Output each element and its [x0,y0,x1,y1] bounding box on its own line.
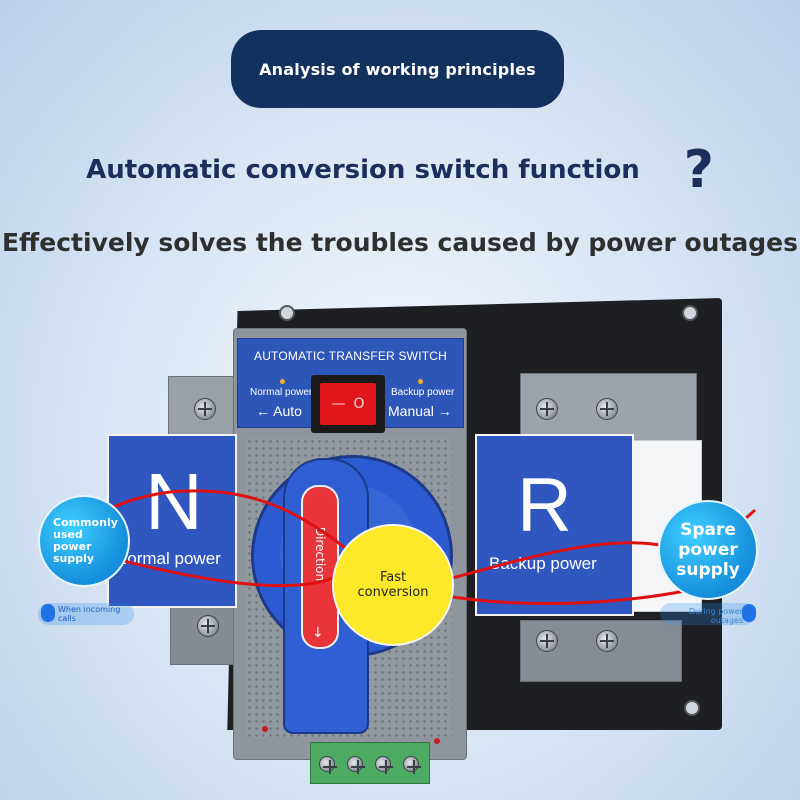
incoming-calls-dot [41,604,55,622]
mounting-hole [279,305,295,321]
status-led [434,738,440,744]
normal-power-panel: N Normal power [107,434,237,608]
n-letter: N [145,457,203,546]
terminal-screw-icon [596,398,618,420]
status-led [262,726,268,732]
headline: Automatic conversion switch function ? [0,144,800,196]
arrow-down-icon: ↓ [312,625,324,641]
switch-title: AUTOMATIC TRANSFER SWITCH [253,349,447,363]
incoming-calls-text: When incoming calls [58,605,121,623]
power-outage-pill [660,603,756,625]
r-caption: Backup power [489,554,597,573]
knob-direction-text: Direction [313,526,327,582]
rocker-off-symbol: O [353,396,365,412]
terminal-screw-icon [596,630,618,652]
backup-power-label: Backup power [391,387,455,398]
header-pill: Analysis of working principles [231,30,564,108]
terminal-screw-icon [347,756,365,774]
subheadline: Effectively solves the troubles caused b… [1,228,799,257]
mounting-hole [684,700,700,716]
n-caption: Normal power [115,549,221,568]
terminal-screw-icon [536,630,558,652]
power-outage-dot [742,604,756,622]
terminal-screw-icon [375,756,393,774]
terminal-screw-icon [536,398,558,420]
spare-power-text: Spare power supply [676,520,740,580]
commonly-used-power-bubble: Commonly used power supply [38,495,130,587]
control-terminal [310,742,430,784]
rocker-face[interactable]: — O [320,383,376,425]
commonly-used-power-text: Commonly used power supply [53,516,118,565]
rocker-switch[interactable]: — O [311,375,385,433]
backup-power-panel: R Backup power [475,434,634,616]
header-pill-label: Analysis of working principles [259,59,536,79]
spare-power-bubble: Spare power supply [658,500,758,600]
indicator-light [418,379,423,384]
fast-conversion-text: Fast conversion [357,570,429,600]
mounting-hole [682,305,698,321]
power-outage-text: During power outages [688,607,743,625]
terminal-screw-icon [319,756,337,774]
fast-conversion-bubble: Fast conversion [332,524,454,646]
rocker-on-symbol: — [331,396,346,412]
indicator-light [280,379,285,384]
r-letter: R [517,463,572,548]
question-mark-icon: ? [683,140,714,200]
auto-label: ← Auto [256,403,302,419]
headline-text: Automatic conversion switch function [86,155,640,185]
terminal-screw-icon [194,398,216,420]
terminal-screw-icon [403,756,421,774]
normal-power-label: Normal power [250,387,313,398]
terminal-screw-icon [197,615,219,637]
incoming-calls-pill [38,603,134,625]
manual-label: Manual → [388,403,452,419]
